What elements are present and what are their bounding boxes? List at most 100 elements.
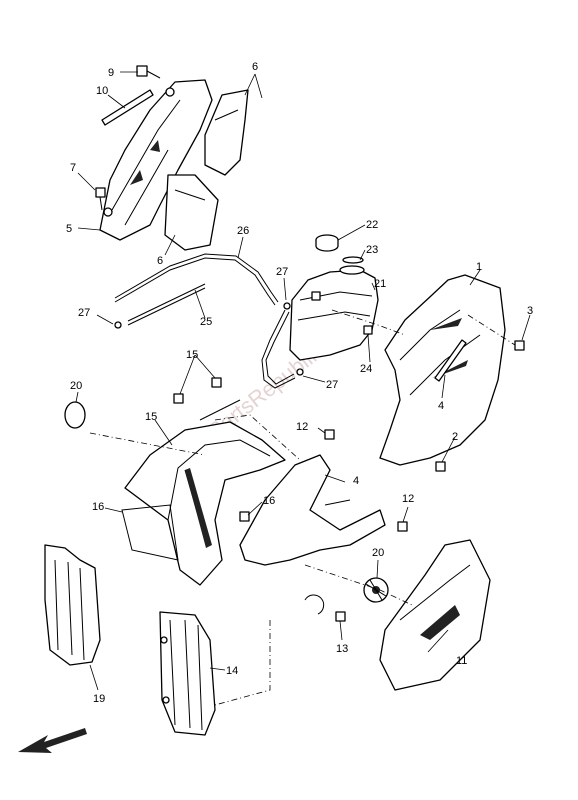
- callout-15: 15: [145, 411, 157, 423]
- leader-line: [376, 559, 379, 579]
- leader-line: [244, 73, 256, 96]
- leader-line: [209, 667, 226, 671]
- bolt-12a[interactable]: [324, 429, 335, 440]
- callout-4: 4: [438, 400, 444, 412]
- callout-12a: 12: [296, 421, 308, 433]
- callout-19: 19: [93, 693, 105, 705]
- grommet-20[interactable]: [363, 577, 389, 603]
- callout-22: 22: [366, 219, 378, 231]
- tank-cap[interactable]: [315, 234, 339, 252]
- radiator-guard-14[interactable]: [159, 611, 216, 736]
- leader-line: [179, 354, 196, 395]
- callout-21: 21: [374, 278, 386, 290]
- emblem[interactable]: [434, 339, 467, 382]
- fuel-tank[interactable]: [289, 265, 379, 361]
- callout-20b: 20: [372, 547, 384, 559]
- leader-line: [302, 375, 326, 383]
- leader-line: [469, 269, 481, 286]
- breather-hose-25[interactable]: [127, 283, 206, 326]
- assembly-line: [214, 620, 271, 706]
- leader-line: [154, 419, 173, 446]
- callout-6a: 6: [252, 61, 258, 73]
- callout-5: 5: [66, 223, 72, 235]
- hose-clip-27b[interactable]: [283, 302, 291, 310]
- callout-11: 11: [456, 655, 467, 667]
- leader-line: [359, 249, 366, 261]
- radiator-guard-19[interactable]: [44, 544, 101, 666]
- seal-20-left[interactable]: [64, 401, 86, 429]
- bolt-8[interactable]: [136, 65, 161, 79]
- leader-line: [107, 94, 126, 109]
- shroud[interactable]: [124, 399, 286, 586]
- leader-line: [427, 629, 449, 653]
- callout-6b: 6: [157, 255, 163, 267]
- leader-line: [89, 664, 99, 691]
- bolt-7[interactable]: [95, 187, 106, 211]
- leader-line: [77, 172, 96, 191]
- leader-line: [324, 474, 346, 483]
- seal-strip[interactable]: [101, 89, 154, 126]
- leader-line: [402, 506, 409, 523]
- leader-line: [75, 391, 79, 403]
- callout-14: 14: [226, 665, 238, 677]
- leader-line: [237, 236, 244, 259]
- tank-seal[interactable]: [342, 256, 364, 264]
- hose-clip-27c[interactable]: [296, 368, 304, 376]
- leader-line: [104, 507, 123, 513]
- hose-clip-27a[interactable]: [114, 321, 122, 329]
- callout-7: 7: [70, 162, 76, 174]
- leader-line: [96, 314, 114, 325]
- duct-scoop-lower[interactable]: [164, 174, 219, 251]
- assembly-line: [304, 564, 413, 606]
- breather-hose-tank[interactable]: [261, 309, 296, 389]
- leader-line: [283, 277, 287, 301]
- leader-line: [441, 374, 446, 399]
- leader-line: [367, 334, 371, 363]
- callout-23: 23: [366, 244, 378, 256]
- leader-line: [247, 501, 263, 516]
- leader-line: [339, 620, 343, 641]
- decal-11[interactable]: [379, 539, 491, 691]
- bolt-17b[interactable]: [211, 377, 222, 388]
- bolt-12b[interactable]: [397, 521, 408, 532]
- callout-27c: 27: [326, 379, 338, 391]
- callout-17: 15: [186, 349, 198, 361]
- graphic-decal[interactable]: [121, 504, 179, 561]
- leader-line: [77, 227, 101, 231]
- leader-line: [521, 314, 531, 341]
- leader-line: [317, 427, 326, 434]
- leader-line: [337, 224, 366, 241]
- callout-9: 10: [96, 85, 108, 97]
- bolt-13[interactable]: [304, 594, 346, 622]
- callout-2: 2: [452, 431, 458, 443]
- callout-16: 16: [92, 501, 104, 513]
- callout-24: 24: [360, 363, 372, 375]
- duct-scoop-upper[interactable]: [204, 89, 249, 176]
- callout-1: 1: [476, 261, 482, 273]
- side-panel[interactable]: [239, 454, 386, 566]
- leader-line: [194, 354, 216, 379]
- bolt-18[interactable]: [239, 511, 250, 522]
- callout-25: 25: [200, 316, 212, 328]
- callout-10: 4: [353, 475, 359, 487]
- assembly-line: [467, 314, 516, 346]
- assembly-line: [214, 414, 301, 461]
- callout-20a: 20: [70, 380, 82, 392]
- callout-8: 9: [108, 67, 114, 79]
- assembly-line: [331, 309, 406, 336]
- callout-18: 16: [263, 495, 275, 507]
- bolt-3[interactable]: [514, 340, 525, 351]
- callout-3: 3: [527, 305, 533, 317]
- bolt-17a[interactable]: [173, 393, 184, 404]
- callout-12b: 12: [402, 493, 414, 505]
- callout-27a: 27: [78, 307, 90, 319]
- callout-13: 13: [336, 643, 348, 655]
- bolt-24[interactable]: [363, 325, 373, 335]
- leader-line: [194, 289, 206, 319]
- bolt-2[interactable]: [435, 461, 446, 472]
- leader-line: [254, 73, 263, 99]
- breather-hose-26[interactable]: [114, 253, 279, 306]
- leader-line: [441, 436, 456, 463]
- leader-line: [371, 282, 376, 291]
- side-cover-left[interactable]: [99, 79, 213, 241]
